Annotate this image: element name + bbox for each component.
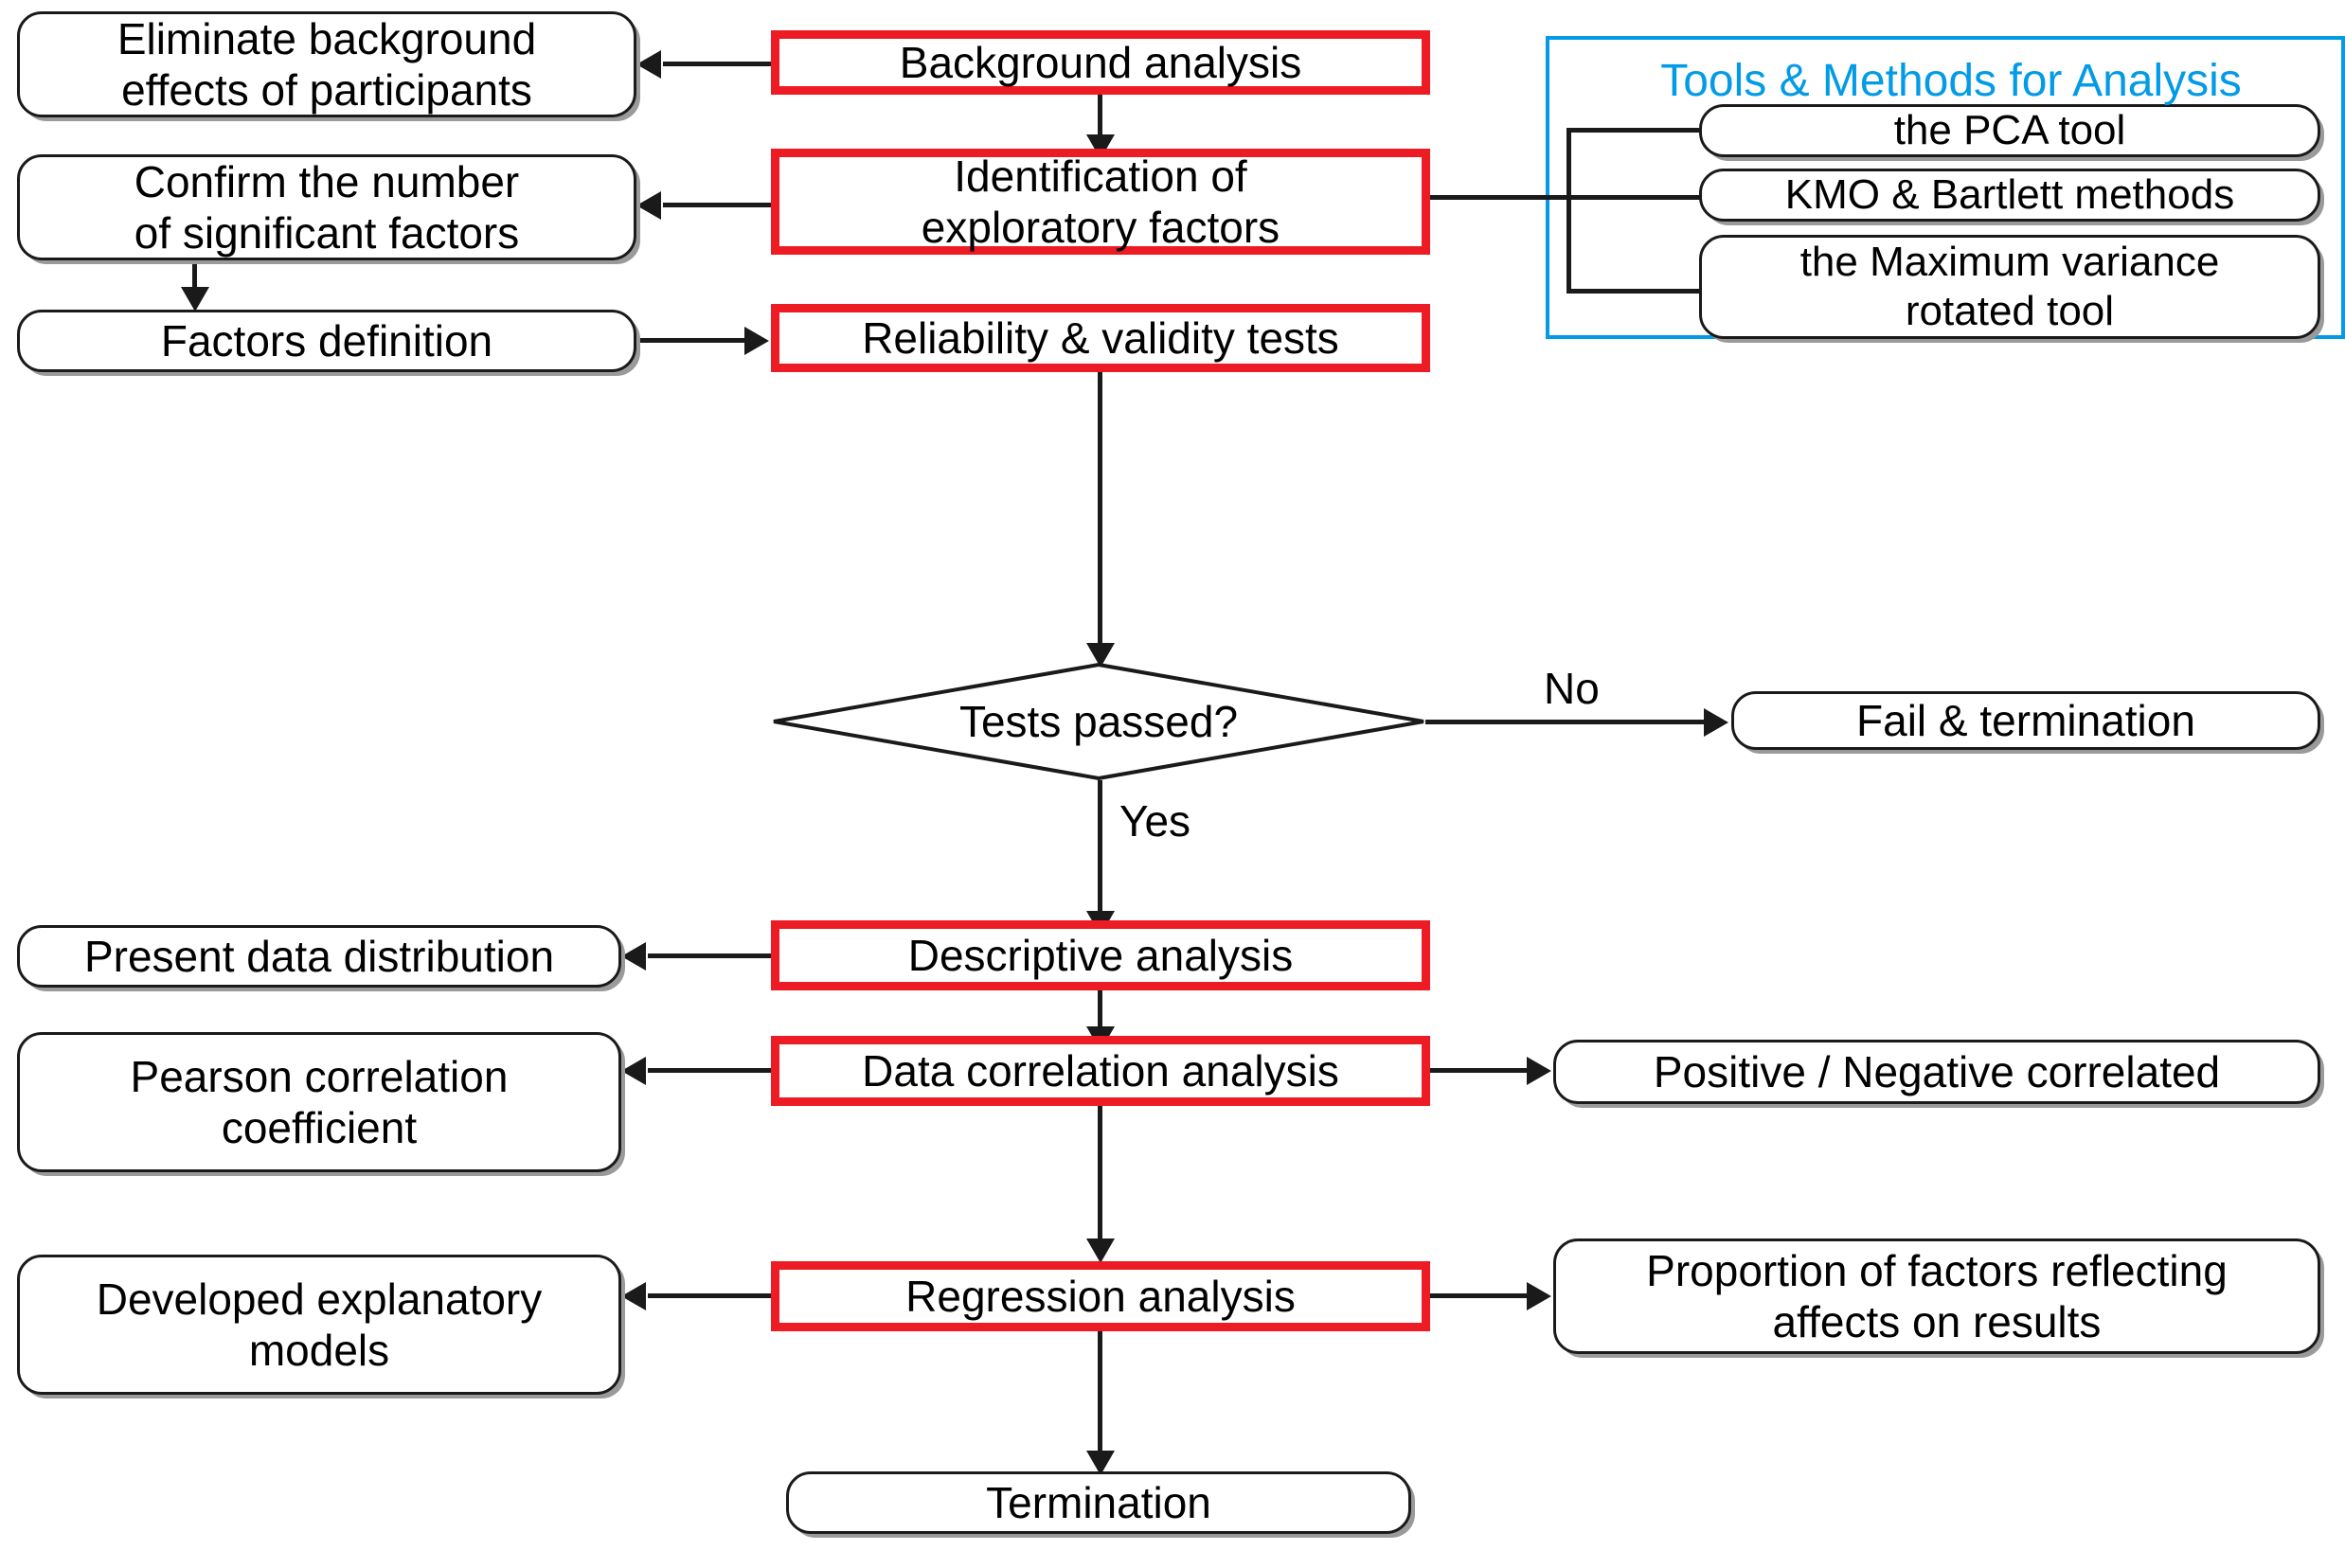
present-data-distribution-label: Present data distribution [83,931,555,981]
descriptive-to-present-arrowhead [621,942,646,971]
background-to-identification-line [1098,95,1102,142]
regression-to-termination-line [1098,1331,1102,1458]
confirm-to-factors-definition-line [192,260,197,294]
tests-passed-label: Tests passed? [958,697,1239,746]
correlation-to-regression-arrowhead [1086,1238,1115,1263]
decision-no-arrowhead [1704,708,1728,737]
fail-termination-label: Fail & termination [1856,695,2195,745]
descriptive-to-correlation-line [1098,990,1102,1034]
edge-label-yes: Yes [1119,796,1191,846]
correlation-to-regression-line [1098,1106,1102,1246]
reliability-to-decision-line [1098,372,1102,650]
correlation-to-pearson-line [648,1068,771,1073]
pearson-correlation-box[interactable]: Pearson correlation coefficient [17,1032,621,1172]
regression-to-proportion-line [1430,1293,1527,1298]
tool-pca-label: the PCA tool [1893,107,2126,154]
data-correlation-analysis-label: Data correlation analysis [862,1045,1339,1096]
regression-to-models-line [648,1293,771,1298]
background-to-eliminate-line [663,62,771,66]
data-correlation-analysis-box[interactable]: Data correlation analysis [771,1036,1430,1106]
decision-diamond-shape [773,663,1424,780]
identification-exploratory-factors-box[interactable]: Identification of exploratory factors [771,149,1430,255]
factors-definition-to-reliability-line [636,338,744,343]
reliability-validity-tests-label: Reliability & validity tests [862,312,1339,363]
descriptive-to-present-line [648,953,771,958]
identification-to-confirm-arrowhead [636,191,661,220]
factors-definition-to-reliability-arrowhead [744,327,769,355]
regression-analysis-box[interactable]: Regression analysis [771,1261,1430,1331]
proportion-of-factors-label: Proportion of factors reflecting affects… [1646,1245,2228,1346]
background-analysis-box[interactable]: Background analysis [771,30,1430,95]
confirm-number-of-factors-box[interactable]: Confirm the number of significant factor… [17,154,636,260]
positive-negative-correlated-box[interactable]: Positive / Negative correlated [1553,1040,2320,1104]
fail-termination-box[interactable]: Fail & termination [1731,691,2320,750]
correlation-to-pearson-arrowhead [621,1057,646,1085]
factors-definition-label: Factors definition [160,315,493,365]
developed-explanatory-models-box[interactable]: Developed explanatory models [17,1255,621,1395]
regression-analysis-label: Regression analysis [905,1271,1296,1321]
reliability-validity-tests-box[interactable]: Reliability & validity tests [771,304,1430,372]
correlation-to-correlated-arrowhead [1527,1057,1551,1085]
pearson-correlation-label: Pearson correlation coefficient [130,1051,509,1152]
present-data-distribution-box[interactable]: Present data distribution [17,925,621,988]
tool-maximum-variance-box[interactable]: the Maximum variance rotated tool [1699,235,2320,339]
confirm-to-factors-definition-arrowhead [181,287,209,312]
tool-maximum-variance-label: the Maximum variance rotated tool [1799,239,2220,334]
descriptive-analysis-box[interactable]: Descriptive analysis [771,920,1430,990]
tool-kmo-bartlett-label: KMO & Bartlett methods [1784,171,2235,219]
termination-box[interactable]: Termination [786,1471,1411,1534]
tools-branch-line-pca [1566,128,1701,133]
tools-methods-panel-title: Tools & Methods for Analysis [1660,56,2242,106]
correlation-to-correlated-line [1430,1068,1527,1073]
decision-no-line [1425,720,1704,724]
tool-pca-box[interactable]: the PCA tool [1699,104,2320,157]
tool-kmo-bartlett-box[interactable]: KMO & Bartlett methods [1699,169,2320,222]
termination-label: Termination [986,1477,1211,1527]
edge-label-no: No [1544,664,1600,713]
descriptive-analysis-label: Descriptive analysis [907,930,1294,980]
tools-bus-vertical-line [1566,130,1571,293]
eliminate-background-effects-box[interactable]: Eliminate background effects of particip… [17,11,636,117]
confirm-number-of-factors-label: Confirm the number of significant factor… [134,156,520,258]
proportion-of-factors-box[interactable]: Proportion of factors reflecting affects… [1553,1238,2320,1354]
positive-negative-correlated-label: Positive / Negative correlated [1653,1046,2221,1096]
background-to-eliminate-arrowhead [636,50,661,79]
regression-to-termination-arrowhead [1086,1451,1115,1475]
decision-yes-line [1098,780,1102,918]
identification-exploratory-factors-label: Identification of exploratory factors [921,151,1280,252]
tools-branch-line-maxvar [1566,289,1701,294]
eliminate-background-effects-label: Eliminate background effects of particip… [116,13,537,115]
regression-to-models-arrowhead [621,1282,646,1310]
background-analysis-label: Background analysis [899,37,1302,87]
regression-to-proportion-arrowhead [1527,1282,1551,1310]
tests-passed-decision[interactable]: Tests passed? [772,663,1425,780]
developed-explanatory-models-label: Developed explanatory models [96,1274,543,1375]
factors-definition-box[interactable]: Factors definition [17,310,636,372]
identification-to-confirm-line [663,203,771,207]
tools-branch-line-kmo [1400,195,1701,200]
